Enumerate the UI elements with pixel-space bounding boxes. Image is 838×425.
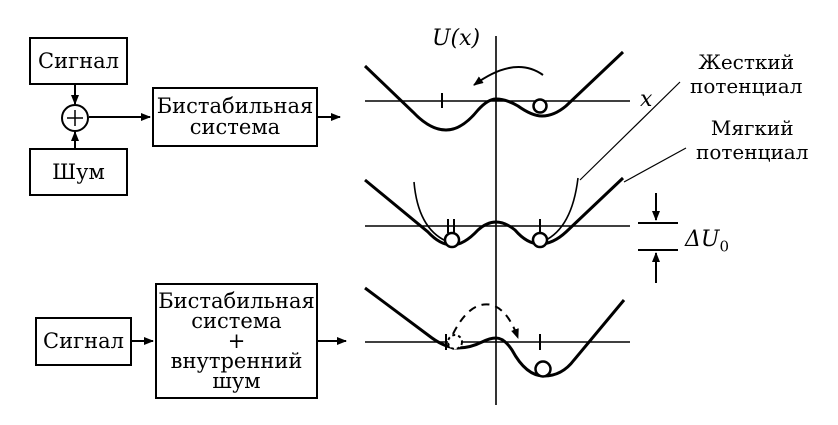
- soft-potential-annotation: Мягкий потенциал: [696, 116, 808, 164]
- u-axis-label: U(x): [432, 26, 481, 51]
- bistable-block-top: Бистабильная система: [152, 87, 318, 147]
- bistable-top-line2: система: [189, 115, 281, 139]
- bistable-bottom-line4: внутренний: [170, 349, 303, 373]
- potential-curve-top: [363, 50, 625, 132]
- soft-potential-leader: [623, 147, 687, 183]
- bistable-block-bottom: Бистабильная система + внутренний шум: [155, 283, 318, 399]
- hard-potential-annotation: Жесткий потенциал: [690, 50, 802, 98]
- particle-bottom-ghost: [447, 334, 463, 350]
- delta-u-subscript: 0: [719, 237, 729, 256]
- soft-potential-curve: [364, 176, 625, 247]
- bistable-bottom-line2: система: [191, 309, 282, 333]
- hard-potential-line1: Жесткий: [698, 50, 795, 74]
- signal-block-top-label: Сигнал: [38, 48, 119, 73]
- particle-middle-left: [443, 231, 461, 249]
- bistable-bottom-line1: Бистабильная: [158, 289, 315, 313]
- signal-block-bottom: Сигнал: [35, 317, 132, 366]
- bistable-bottom-line3: +: [227, 329, 246, 353]
- signal-block-bottom-label: Сигнал: [43, 329, 124, 353]
- delta-u-label: ΔU0: [685, 229, 729, 257]
- delta-u-symbol: ΔU: [685, 227, 720, 252]
- hard-potential-line2: потенциал: [690, 74, 803, 98]
- hard-potential-curve: [413, 177, 579, 242]
- signal-block-top: Сигнал: [29, 37, 128, 85]
- particle-top: [532, 98, 548, 114]
- noise-block-label: Шум: [52, 159, 105, 184]
- bistable-bottom-line5: шум: [212, 369, 261, 393]
- soft-potential-line1: Мягкий: [710, 116, 794, 140]
- transition-arrow-bottom: [452, 303, 519, 339]
- transition-arrow-top: [473, 66, 544, 86]
- particle-middle-right: [531, 231, 549, 249]
- soft-potential-line2: потенциал: [696, 140, 809, 164]
- potential-curve-bottom: [364, 286, 626, 378]
- x-axis-label: x: [640, 87, 653, 112]
- particle-bottom: [534, 360, 552, 378]
- hard-potential-leader: [579, 81, 681, 181]
- noise-block: Шум: [29, 148, 128, 196]
- bistable-top-line1: Бистабильная: [156, 94, 314, 118]
